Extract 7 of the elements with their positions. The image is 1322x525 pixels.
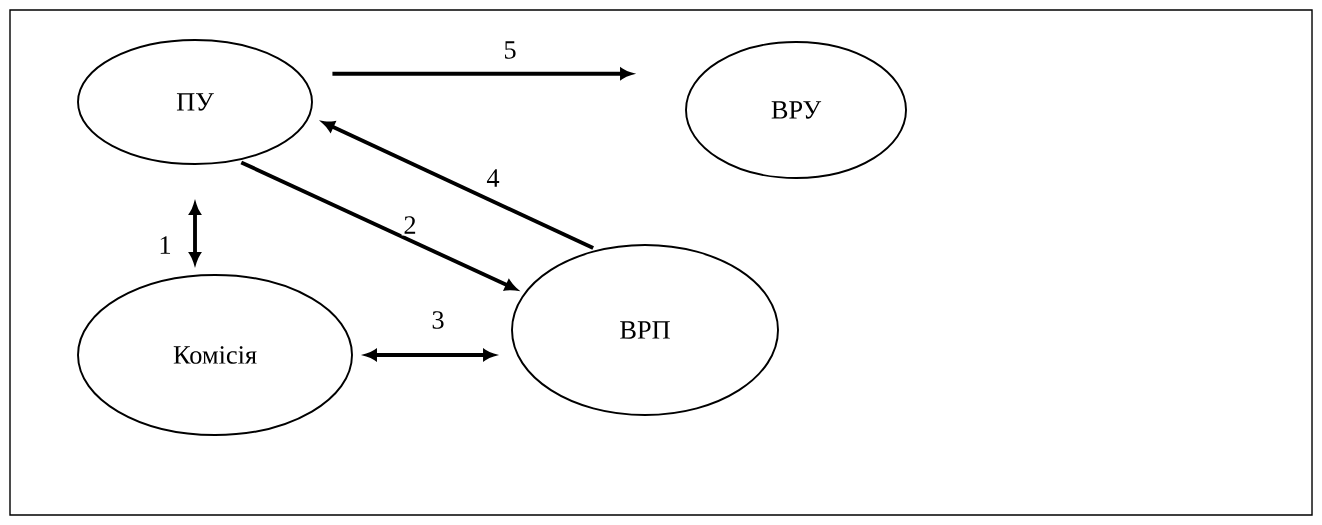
ellipse-node: ПУ [77, 39, 313, 165]
ellipse-node: Комісія [77, 274, 353, 436]
ellipse-node: ВРУ [685, 41, 907, 179]
edge-label: 1 [156, 234, 174, 256]
edge-label: 5 [501, 39, 519, 61]
ellipse-node: ВРП [511, 244, 779, 416]
edge-label: 3 [429, 309, 447, 331]
